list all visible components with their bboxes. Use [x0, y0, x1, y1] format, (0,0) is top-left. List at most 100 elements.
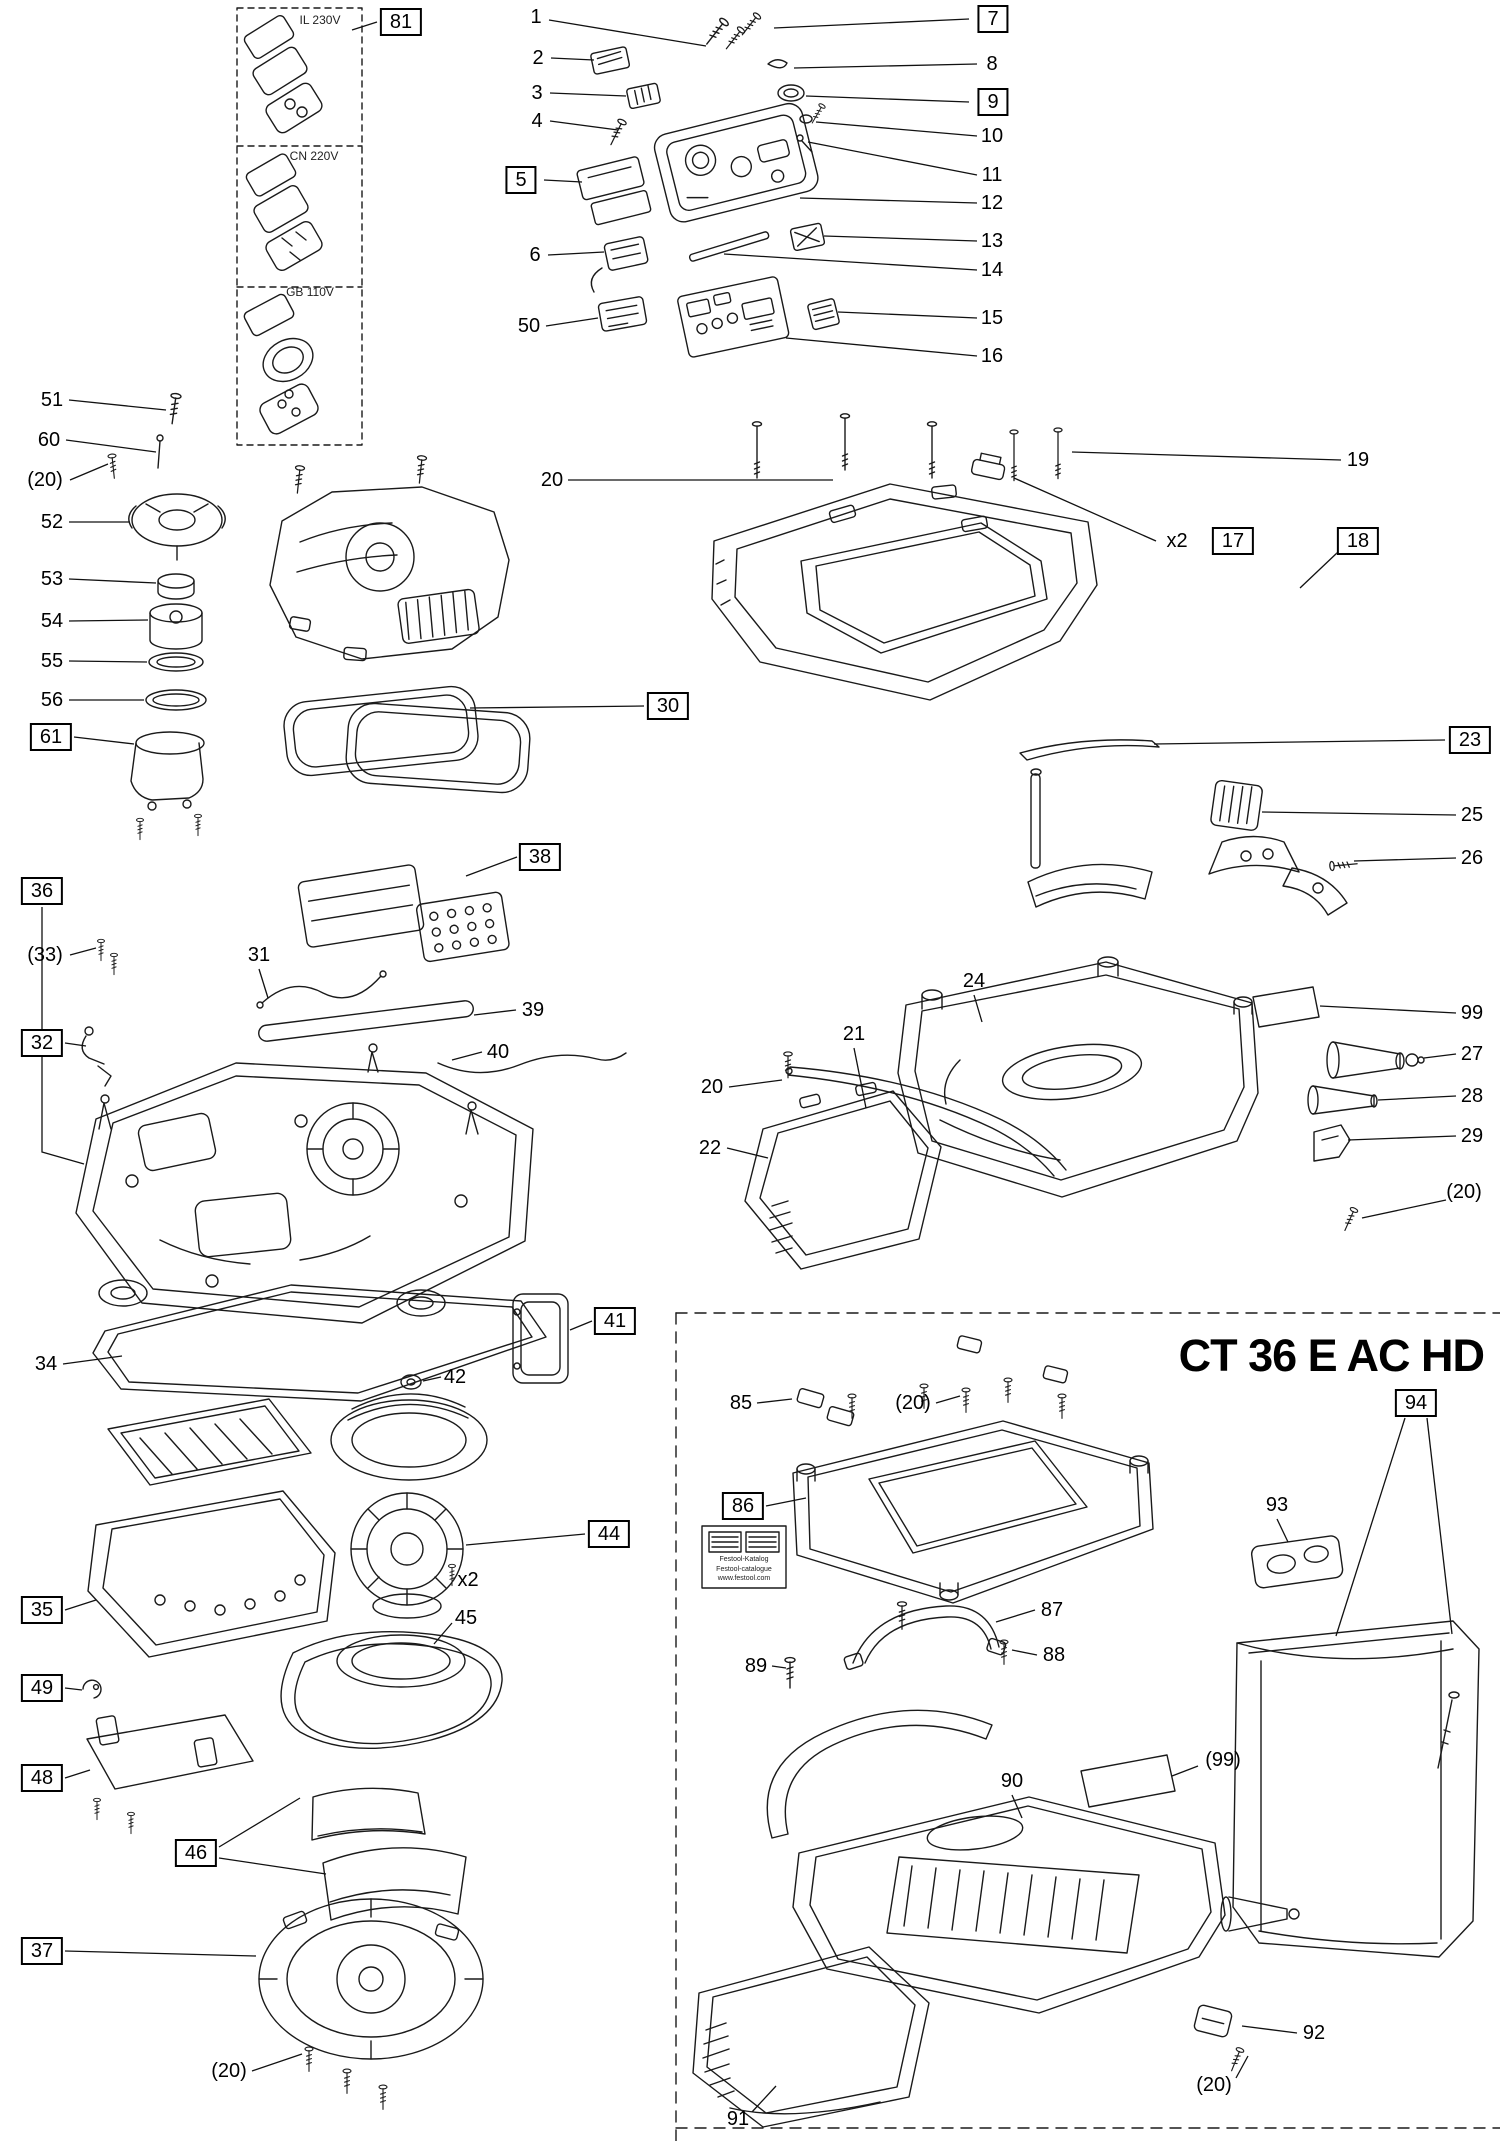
callout-61: 61 — [29, 723, 73, 751]
bracket-48-drawing — [86, 1714, 254, 1835]
container-seal-drawing — [783, 1051, 1067, 1177]
callout-20: 20 — [540, 469, 564, 491]
callout-il230v: IL 230V — [299, 13, 341, 27]
callout-29: 29 — [1460, 1125, 1484, 1147]
callout-40: 40 — [486, 1041, 510, 1063]
callout-20: (20) — [1196, 2074, 1232, 2096]
callout-39: 39 — [521, 999, 545, 1021]
callout-49: 49 — [20, 1674, 64, 1702]
callout-45: 45 — [454, 1607, 478, 1629]
callout-20: (20) — [211, 2060, 247, 2082]
callout-37: 37 — [20, 1937, 64, 1965]
callout-32: 32 — [20, 1029, 64, 1057]
callout-20: (20) — [895, 1392, 931, 1414]
callout-13: 13 — [980, 230, 1004, 252]
callout-12: 12 — [980, 192, 1004, 214]
control-panel-assembly-drawing — [576, 11, 840, 358]
callout-20: (20) — [27, 469, 63, 491]
callout-6: 6 — [529, 244, 541, 266]
latch-92-drawing — [1193, 2004, 1245, 2073]
callout-53: 53 — [40, 568, 64, 590]
callout-35: 35 — [20, 1596, 64, 1624]
stamp-line-2: Festool-catalogue — [716, 1565, 772, 1573]
callout-20: 20 — [700, 1076, 724, 1098]
callout-22: 22 — [698, 1137, 722, 1159]
callout-20: (20) — [1446, 1181, 1482, 1203]
callout-44: 44 — [587, 1520, 631, 1548]
callout-26: 26 — [1460, 847, 1484, 869]
callout-17: 17 — [1211, 527, 1255, 555]
base-chassis-drawing — [75, 1043, 534, 1324]
adapter-cones-drawing — [1307, 1041, 1425, 1115]
callout-56: 56 — [40, 689, 64, 711]
ct-top-cover-drawing — [792, 1796, 1300, 2014]
ct-chassis-drawing — [792, 1335, 1154, 1604]
callout-51: 51 — [40, 389, 64, 411]
callout-92: 92 — [1302, 2022, 1326, 2044]
motor-stack-drawing — [107, 392, 226, 841]
bottom-plate-drawing — [258, 1898, 484, 2110]
callout-9: 9 — [977, 88, 1009, 116]
callout-42: 42 — [443, 1366, 467, 1388]
top-cover-drawing — [711, 413, 1098, 701]
callout-19: 19 — [1346, 449, 1370, 471]
callout-5: 5 — [505, 166, 537, 194]
callout-3: 3 — [531, 82, 543, 104]
callout-36: 36 — [20, 877, 64, 905]
grommet-42-drawing — [400, 1374, 422, 1390]
electronics-drawing — [81, 864, 627, 1087]
callout-1: 1 — [530, 6, 542, 28]
callout-8: 8 — [986, 53, 998, 75]
callout-x2: x2 — [1166, 530, 1188, 552]
callout-4: 4 — [531, 110, 543, 132]
callout-93: 93 — [1265, 1494, 1289, 1516]
ct-seal-drawing — [766, 1709, 993, 1839]
callout-gb110v: GB 110V — [286, 285, 334, 299]
stamp-line-1: Festool-Katalog — [719, 1556, 769, 1563]
callout-38: 38 — [518, 843, 562, 871]
callout-24: 24 — [962, 970, 986, 992]
callout-89: 89 — [744, 1655, 768, 1677]
callout-30: 30 — [646, 692, 690, 720]
callout-55: 55 — [40, 650, 64, 672]
filter-drawing — [87, 1398, 336, 1658]
callout-50: 50 — [517, 315, 541, 337]
handle-parts-drawing — [1019, 739, 1160, 908]
seal-frames-drawing — [283, 685, 531, 794]
turbine-drawing — [330, 1393, 488, 1688]
model-title: CT 36 E AC HD — [1178, 1330, 1485, 1381]
callout-54: 54 — [40, 610, 64, 632]
callout-90: 90 — [1000, 1770, 1024, 1792]
callout-85: 85 — [729, 1392, 753, 1414]
callout-87: 87 — [1040, 1599, 1064, 1621]
callout-91: 91 — [726, 2108, 750, 2130]
callout-16: 16 — [980, 345, 1004, 367]
container-drawing — [897, 956, 1259, 1198]
callout-21: 21 — [842, 1023, 866, 1045]
caster-parts-drawing — [1208, 779, 1359, 916]
flap-41-drawing — [512, 1293, 569, 1384]
callout-99: 99 — [1460, 1002, 1484, 1024]
plug-variants-drawing — [236, 7, 363, 446]
stamp-line-3: www.festool.com — [717, 1575, 771, 1582]
ct-front-bin-drawing — [692, 1946, 930, 2128]
sticker-99-drawing — [1252, 986, 1320, 1028]
ct-handle-drawing — [784, 1601, 1009, 1689]
blower-housing-drawing — [269, 454, 510, 662]
callout-11: 11 — [981, 164, 1003, 186]
callout-cn220v: CN 220V — [289, 149, 339, 163]
callout-34: 34 — [34, 1353, 58, 1375]
callout-48: 48 — [20, 1764, 64, 1792]
callout-86: 86 — [721, 1492, 765, 1520]
callout-52: 52 — [40, 511, 64, 533]
callout-28: 28 — [1460, 1085, 1484, 1107]
callout-14: 14 — [980, 259, 1004, 281]
callout-7: 7 — [977, 5, 1009, 33]
callout-31: 31 — [247, 944, 271, 966]
callout-33: (33) — [27, 944, 63, 966]
callout-27: 27 — [1460, 1043, 1484, 1065]
tray-parts-drawing — [280, 1630, 503, 1921]
callout-15: 15 — [980, 307, 1004, 329]
